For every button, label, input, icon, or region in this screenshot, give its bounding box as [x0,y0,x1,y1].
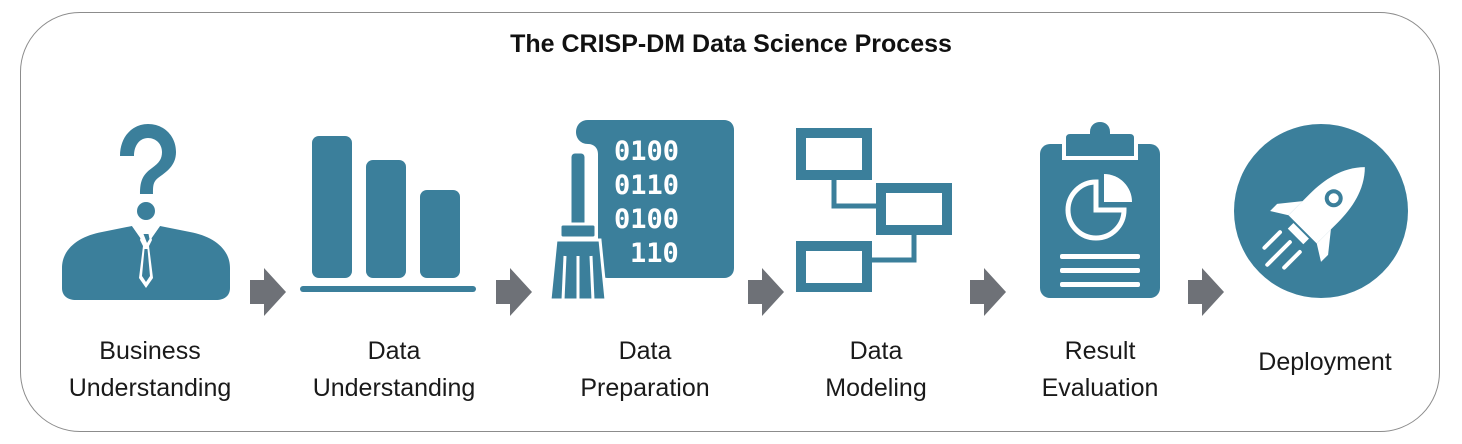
binary-line: 0100 [614,136,679,167]
label-line: Data [618,337,672,365]
flow-arrow-icon [970,268,1006,316]
label-line: Data [367,337,421,365]
step-label-data-understanding: Data Understanding [294,333,494,407]
flow-arrow-icon [250,268,286,316]
flowchart-icon [796,128,952,292]
label-line: Understanding [68,374,232,402]
flow-arrow-icon [496,268,532,316]
label-line: Business [99,337,201,365]
label-line: Modeling [825,374,927,402]
label-line: Data [849,337,903,365]
clipboard-pie-chart-icon [1040,120,1160,298]
label-line: Understanding [312,374,476,402]
business-person-question-icon [62,124,230,300]
label-line: Deployment [1258,348,1392,376]
step-label-deployment: Deployment [1225,344,1425,381]
label-line: Result [1064,337,1136,365]
binary-line: 0110 [614,170,679,201]
label-line: Preparation [580,374,710,402]
bar-chart-icon [300,136,476,292]
step-label-data-preparation: Data Preparation [545,333,745,407]
binary-data-broom-icon: 0100 0110 0100 110 [548,120,734,302]
rocket-icon [1234,124,1408,298]
diagram-title: The CRISP-DM Data Science Process [510,30,952,58]
step-label-business-understanding: Business Understanding [50,333,250,407]
binary-line: 0100 [614,204,679,235]
step-label-data-modeling: Data Modeling [776,333,976,407]
label-line: Evaluation [1041,374,1159,402]
flow-arrow-icon [748,268,784,316]
flow-arrow-icon [1188,268,1224,316]
binary-line: 110 [630,238,679,269]
step-label-result-evaluation: Result Evaluation [1000,333,1200,407]
